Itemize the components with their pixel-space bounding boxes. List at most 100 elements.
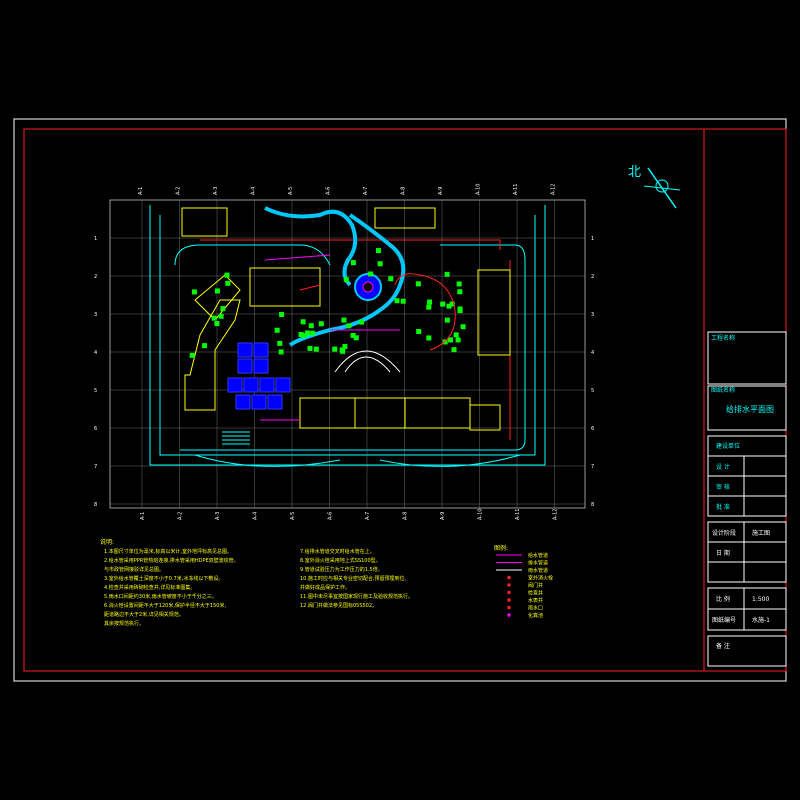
axis-label-bottom: A-3 — [215, 512, 221, 520]
axis-label-top: A-8 — [401, 187, 407, 195]
planting-spot — [301, 333, 307, 339]
planting-spot — [339, 347, 345, 353]
legend-item-label: 雨水口 — [528, 605, 543, 612]
planting-spot — [211, 315, 217, 321]
axis-label-right: 4 — [591, 350, 594, 356]
axis-label-right: 1 — [591, 236, 594, 242]
scale-value: 1:500 — [752, 596, 769, 603]
axis-label-bottom: A-12 — [553, 509, 559, 520]
planting-spot — [318, 321, 324, 327]
axis-grid — [109, 199, 586, 509]
planting-spot — [442, 339, 448, 345]
drawing-header: 图纸名称 — [711, 386, 735, 394]
planting-spot — [274, 327, 280, 333]
note-right-1: 7.给排水管道交叉时给水管在上。 — [300, 548, 375, 555]
planting-spot — [377, 261, 383, 267]
title-block — [707, 331, 787, 667]
planting-spot — [451, 347, 457, 353]
planting-spot — [214, 288, 220, 294]
site-roads — [149, 205, 546, 467]
planting-spot — [341, 317, 347, 323]
notes-heading: 说明: — [100, 538, 114, 546]
drawing-name: 给排水平面图 — [726, 404, 774, 414]
grid-border — [109, 199, 586, 509]
note-left-2: 2.给水管采用PPR管热熔连接,排水管采用HDPE双壁波纹管。 — [104, 557, 239, 564]
axis-label-right: 5 — [591, 388, 594, 394]
legend-item-label: 雨水管道 — [528, 567, 548, 574]
drawing-no-value: 水施-1 — [752, 616, 770, 624]
axis-label-right: 6 — [591, 426, 594, 432]
legend-dot-swatch — [507, 605, 511, 610]
planting-spot — [214, 321, 220, 327]
ramp-stairs — [222, 431, 250, 445]
axis-label-left: 7 — [94, 464, 97, 470]
axis-label-top: A-10 — [476, 184, 482, 195]
legend-item-label: 排水管道 — [528, 560, 548, 567]
axis-label-right: 2 — [591, 274, 594, 280]
planting-spot — [446, 303, 452, 309]
planting-spot — [457, 289, 463, 295]
planting-spot — [457, 308, 463, 314]
axis-label-top: A-5 — [288, 187, 294, 195]
axis-label-top: A-4 — [251, 187, 257, 195]
planting-spot — [225, 280, 231, 286]
note-right-7: 12.阀门井做法参见国标05S502。 — [300, 602, 377, 609]
planting-spot — [191, 289, 197, 295]
planting-spot — [278, 349, 284, 355]
legend-dot-swatch — [507, 575, 511, 580]
axis-label-top: A-2 — [176, 187, 182, 195]
row-label-2: 审 核 — [716, 483, 730, 491]
axis-label-bottom: A-11 — [515, 509, 521, 520]
axis-label-bottom: A-7 — [365, 512, 371, 520]
legend-item-label: 化粪池 — [528, 612, 543, 619]
note-right-2: 8.室外消火栓采用地上式SS100型。 — [300, 557, 381, 564]
note-left-4: 3.室外给水管覆土深度不小于0.7米,冰冻线以下敷设。 — [104, 575, 223, 582]
planting-spot — [426, 304, 432, 310]
stage-row-label: 设计阶段 — [712, 529, 736, 537]
note-left-7: 6.消火栓设置间距不大于120米,保护半径不大于150米, — [104, 602, 226, 609]
planting-spot — [368, 271, 374, 277]
planting-spot — [455, 337, 461, 343]
planting-spot — [300, 319, 306, 325]
planting-spot — [308, 323, 314, 329]
planting-areas — [189, 248, 466, 358]
note-left-6: 5.雨水口间距约30米,雨水管坡度不小于千分之三。 — [104, 593, 217, 600]
axis-label-bottom: A-10 — [478, 509, 484, 520]
axis-label-right: 8 — [591, 502, 594, 508]
planting-spot — [460, 324, 466, 330]
north-label: 北 — [628, 165, 641, 180]
axis-label-left: 3 — [94, 312, 97, 318]
planting-spot — [453, 332, 459, 338]
note-left-1: 1.本图尺寸单位为毫米,标高以米计,室外地坪标高见总图。 — [104, 548, 232, 555]
water-pipes — [260, 254, 400, 421]
planting-spot — [400, 298, 406, 304]
planting-spot — [449, 301, 455, 307]
planting-spot — [448, 337, 454, 343]
note-right-3: 9.管道试验压力为工作压力的1.5倍。 — [300, 566, 383, 573]
planting-spot — [415, 281, 421, 287]
axis-label-left: 1 — [94, 236, 97, 242]
legend-dot-swatch — [507, 598, 511, 602]
axis-label-bottom: A-1 — [140, 512, 146, 520]
planting-spot — [277, 340, 283, 346]
pool-grid — [227, 342, 291, 410]
legend-item-label: 水表井 — [528, 597, 543, 604]
note-right-4: 10.施工时应与相关专业密切配合,预留预埋到位, — [300, 575, 407, 582]
axis-label-bottom: A-6 — [328, 512, 334, 520]
planting-spot — [346, 323, 352, 329]
axis-label-bottom: A-4 — [253, 512, 259, 520]
planting-spot — [220, 306, 226, 312]
planting-spot — [444, 271, 450, 277]
axis-label-top: A-1 — [138, 187, 144, 195]
planting-spot — [304, 330, 310, 336]
legend-dot-swatch — [507, 583, 511, 587]
note-right-5: 并做好成品保护工作。 — [300, 584, 350, 591]
planting-spot — [427, 299, 433, 305]
legend-heading: 图例: — [494, 544, 508, 552]
note-right-6: 11.图中未尽事宜按国家现行施工及验收规范执行。 — [300, 593, 413, 600]
legend-dot-swatch — [507, 613, 511, 617]
